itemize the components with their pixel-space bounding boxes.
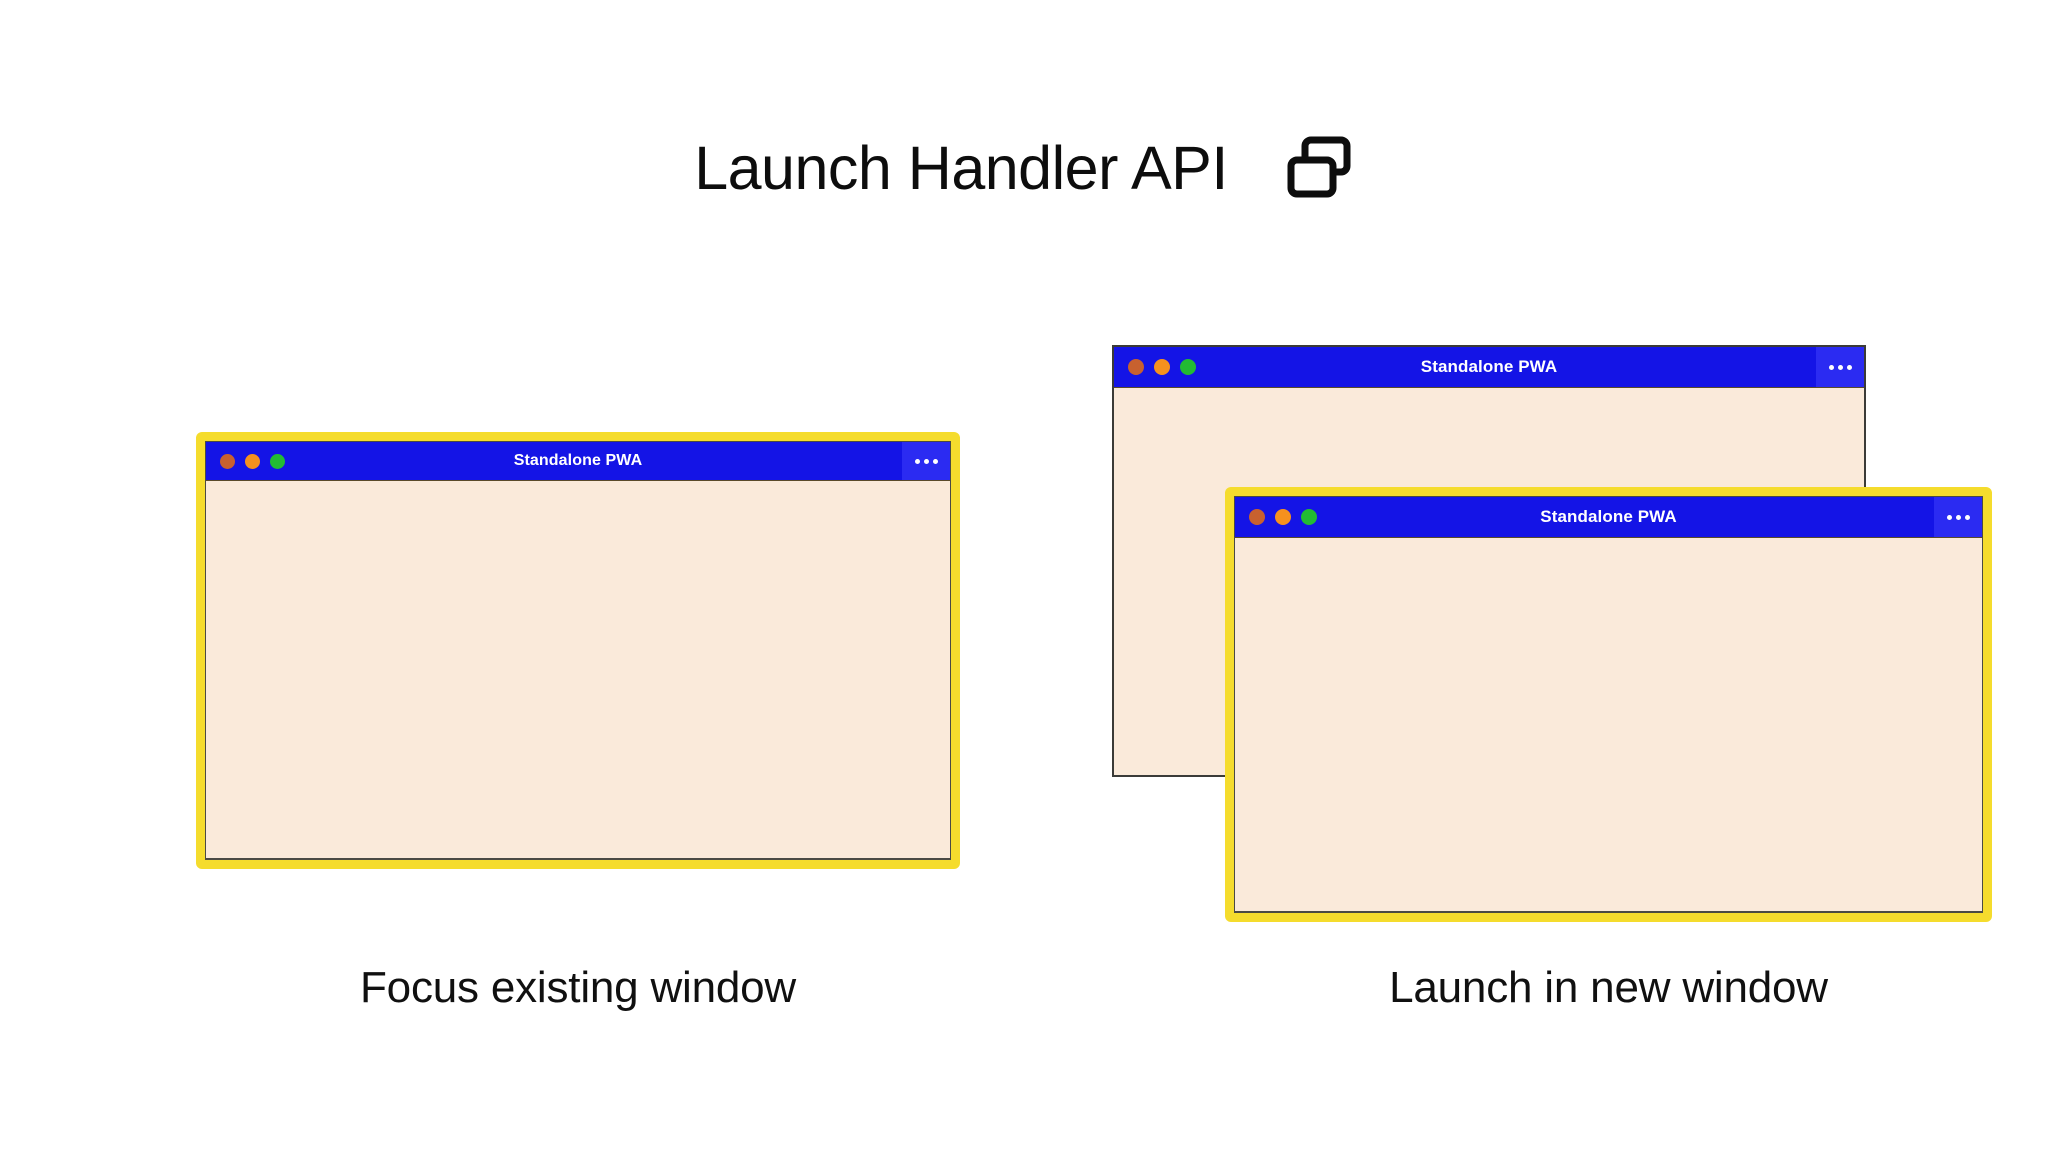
window-title: Standalone PWA: [1540, 507, 1677, 526]
window-titlebar[interactable]: Standalone PWA: [1114, 347, 1864, 388]
window-frame: Standalone PWA: [1234, 496, 1983, 913]
launch-new-window-foreground-window[interactable]: Standalone PWA: [1225, 487, 1992, 922]
launch-new-window-caption: Launch in new window: [1389, 963, 1828, 1012]
minimize-icon[interactable]: [1154, 359, 1170, 375]
page-header: Launch Handler API: [0, 118, 2048, 218]
window-title: Standalone PWA: [1420, 357, 1558, 376]
focus-existing-window-caption: Focus existing window: [360, 963, 796, 1012]
window-content-area: [206, 481, 950, 858]
minimize-icon[interactable]: [1275, 509, 1291, 525]
window-frame: Standalone PWA: [205, 441, 951, 860]
traffic-light-controls: [1249, 509, 1317, 525]
page-title: Launch Handler API: [694, 133, 1228, 202]
close-icon[interactable]: [1128, 359, 1144, 375]
traffic-light-controls: [1128, 359, 1196, 375]
more-options-icon[interactable]: [1816, 347, 1864, 387]
window-titlebar[interactable]: Standalone PWA: [206, 442, 950, 481]
maximize-icon[interactable]: [270, 453, 285, 469]
focus-existing-window-window[interactable]: Standalone PWA: [196, 432, 960, 869]
maximize-icon[interactable]: [1301, 509, 1317, 525]
window-content-area: [1235, 538, 1982, 911]
more-options-icon[interactable]: [1934, 497, 1982, 537]
close-icon[interactable]: [1249, 509, 1265, 525]
close-icon[interactable]: [220, 453, 235, 469]
window-titlebar[interactable]: Standalone PWA: [1235, 497, 1982, 538]
window-stack-icon: [1284, 133, 1354, 203]
window-title: Standalone PWA: [513, 452, 643, 469]
minimize-icon[interactable]: [245, 453, 260, 469]
more-options-icon[interactable]: [902, 442, 950, 480]
maximize-icon[interactable]: [1180, 359, 1196, 375]
traffic-light-controls: [220, 453, 285, 469]
